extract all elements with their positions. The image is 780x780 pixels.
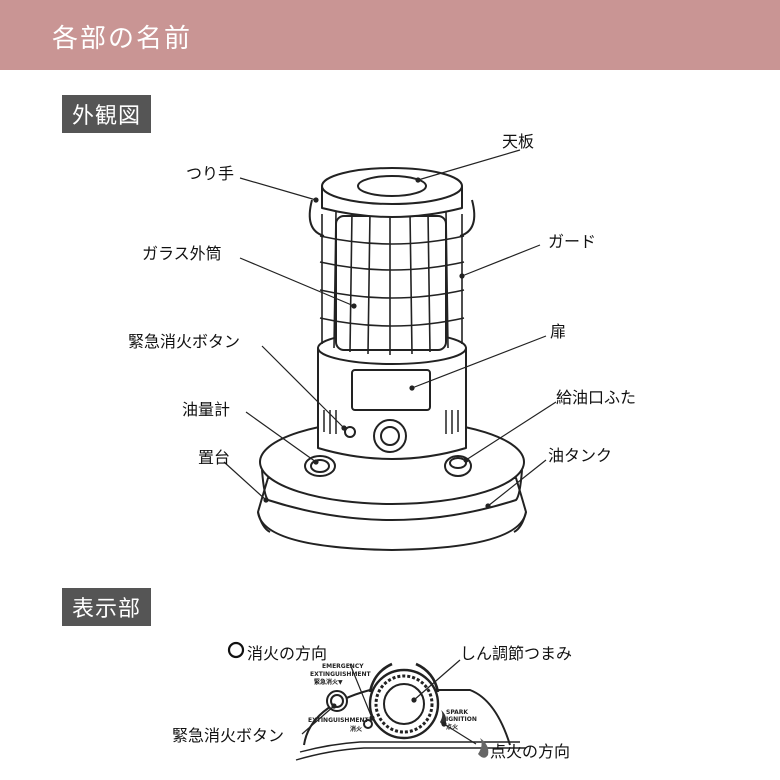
display-extinguish-marker xyxy=(363,719,373,729)
label-fuel-gauge: 油量計 xyxy=(182,400,231,419)
header-banner: 各部の名前 xyxy=(0,0,780,70)
label-door: 扉 xyxy=(550,322,567,341)
panel-extinguish-jp: 消火 xyxy=(350,725,363,733)
label-fuel-cap: 給油口ふた xyxy=(556,388,637,407)
page-title: 各部の名前 xyxy=(52,24,193,54)
label-glass-cylinder: ガラス外筒 xyxy=(142,244,222,263)
panel-emergency-en-2: EXTINGUISHMENT xyxy=(310,671,372,678)
label-wick-knob: しん調節つまみ xyxy=(460,644,573,663)
label-base: 置台 xyxy=(198,448,231,467)
display-flame-marker xyxy=(440,710,447,725)
label-ignition-direction: 点火の方向 xyxy=(490,742,571,761)
panel-emergency-en-1: EMERGENCY xyxy=(322,663,364,670)
panel-spark-jp: 点火 xyxy=(446,723,459,731)
panel-spark-en-1: SPARK xyxy=(446,709,468,716)
label-display-emergency-button: 緊急消火ボタン xyxy=(172,726,285,745)
label-emergency-button: 緊急消火ボタン xyxy=(128,332,241,351)
ignition-flame-icon xyxy=(478,738,489,758)
extinguish-circle-icon xyxy=(227,641,245,659)
section-exterior: 外観図 xyxy=(62,95,152,133)
panel-extinguish-en: EXTINGUISHMENT xyxy=(308,717,370,724)
section-display: 表示部 xyxy=(62,588,152,626)
label-fuel-tank: 油タンク xyxy=(548,446,613,465)
label-extinguish-direction: 消火の方向 xyxy=(247,644,328,663)
label-guard: ガード xyxy=(548,232,597,251)
panel-emergency-jp: 緊急消火▼ xyxy=(314,678,343,686)
panel-spark-en-2: IGNITION xyxy=(446,716,477,723)
emergency-button-drawing xyxy=(344,426,356,438)
label-top-plate: 天板 xyxy=(502,132,535,151)
door-drawing xyxy=(351,369,431,411)
label-handle: つり手 xyxy=(186,164,235,183)
